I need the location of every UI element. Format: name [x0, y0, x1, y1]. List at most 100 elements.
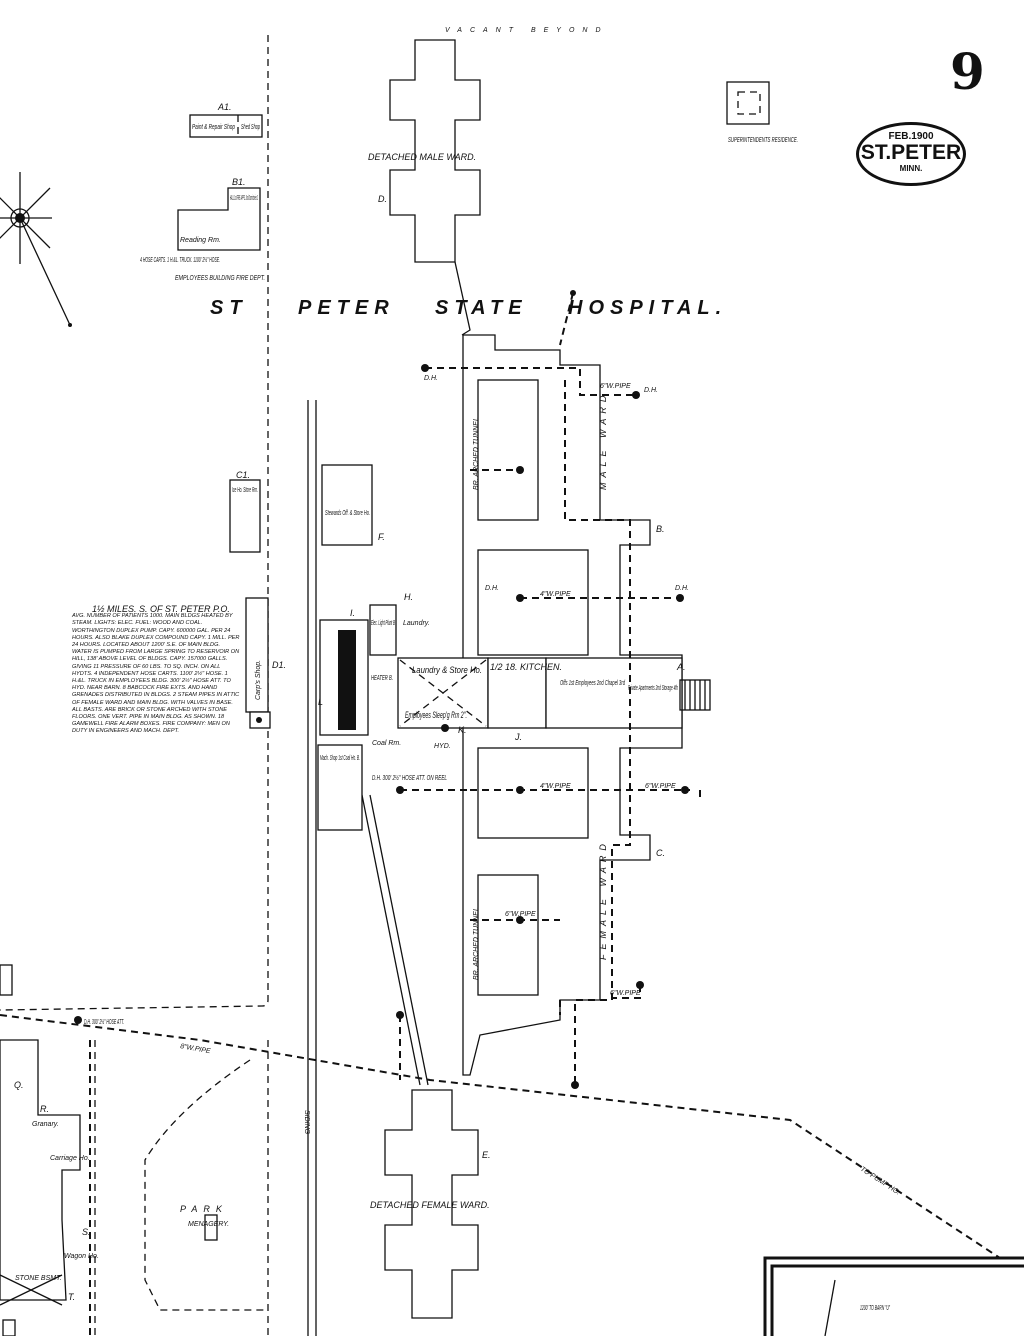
- male-ward-wing-label: MALE WARD: [598, 391, 608, 490]
- vacant-beyond-label: VACANT BEYOND: [445, 27, 609, 34]
- shed-label: Shed Shop: [241, 124, 260, 131]
- building-letter: J.: [514, 732, 522, 742]
- building-letter: F.: [378, 532, 385, 542]
- hydrant-label: D.H.: [675, 585, 689, 592]
- title-word: PETER: [298, 297, 395, 319]
- building-letter: D1.: [272, 660, 286, 670]
- tunnel-to-female-ward: [361, 794, 429, 1086]
- building-letter: Q.: [14, 1080, 24, 1090]
- hydrant-label: D.H.: [485, 585, 499, 592]
- female-ward-label: DETACHED FEMALE WARD.: [370, 1200, 490, 1210]
- pipe-label: 8"W.PIPE: [180, 1043, 212, 1055]
- main-hospital: [317, 334, 711, 1076]
- pipe-label: 6"W.PIPE: [505, 911, 536, 918]
- carriage-house-label: Carriage Ho.: [50, 1155, 90, 1162]
- detached-male-ward: [389, 39, 481, 336]
- pipe-label: 6"W.PIPE: [600, 383, 631, 390]
- granary: [0, 1039, 81, 1301]
- building-letter: D.: [378, 194, 387, 204]
- reading-room-label: Reading Rm.: [180, 237, 221, 244]
- building-letter: B.: [656, 524, 665, 534]
- badge-city: ST.PETER: [860, 141, 962, 164]
- building-letter: A1.: [217, 102, 232, 112]
- detached-female-ward: [384, 1089, 479, 1319]
- superintendent-residence: [726, 81, 770, 125]
- property-line: [94, 1040, 269, 1336]
- mach-shop-label: Mach. Shop 1st Coal Ho. B.: [320, 755, 360, 762]
- badge-date: FEB.1900: [888, 131, 934, 142]
- superintendent-label: SUPERINTENDENTS RESIDENCE.: [728, 137, 798, 144]
- hydrant-label: D.H.: [644, 387, 658, 394]
- pipe-label: 4"W.PIPE: [540, 591, 571, 598]
- building-letter: T.: [68, 1292, 75, 1302]
- badge-state: MINN.: [899, 164, 923, 173]
- property-line: [0, 35, 269, 1011]
- water-pipes: [399, 367, 701, 1085]
- coal-room-label: Coal Rm.: [372, 740, 401, 747]
- paint-shop: [189, 114, 263, 138]
- building-letter: C1.: [236, 470, 250, 480]
- hydrant-label: HYD.: [434, 743, 451, 750]
- hospital-notes: 1½ MILES. S. OF ST. PETER P.O. AVG. NUMB…: [72, 604, 240, 736]
- building-letter: H.: [404, 592, 413, 602]
- building-letter: S.: [82, 1227, 91, 1237]
- stewards-label: Stewards Off. & Store Ho.: [325, 510, 370, 517]
- laundry-label: Laundry.: [403, 620, 430, 627]
- tunnel-label: BR. ARCHED TUNNEL: [473, 907, 480, 980]
- pipe-label: 6"W.PIPE: [645, 783, 676, 790]
- building-letter: K.: [458, 725, 467, 735]
- granary-label: Granary.: [32, 1121, 59, 1128]
- male-ward-label: DETACHED MALE WARD.: [368, 152, 476, 162]
- title-word: ST: [210, 297, 248, 319]
- title-word: HOSPITAL.: [568, 297, 727, 319]
- notes-heading: 1½ MILES. S. OF ST. PETER P.O.: [92, 604, 230, 614]
- employees-sleeping-label: Employees Sleep'g Rm 2".: [405, 710, 467, 720]
- building-letter: C.: [656, 848, 665, 858]
- female-ward-wing-label: FEMALE WARD: [598, 839, 608, 960]
- ice-house-label: Ice Ho. Store Rm.: [232, 487, 258, 494]
- tunnel-label: BR. ARCHED TUNNEL: [473, 417, 480, 490]
- carp-shop-label: Carp's Shop.: [255, 660, 262, 700]
- laundry-store-label: Laundry & Store Ho.: [412, 665, 482, 675]
- notes-body: AVG. NUMBER OF PATIENTS 1000. MAIN BLDGS…: [72, 613, 240, 735]
- stone-basement-label: STONE BSMT.: [15, 1275, 62, 1282]
- building-letter: A.: [676, 662, 686, 672]
- date-city-badge: FEB.1900 ST.PETER MINN.: [856, 122, 966, 186]
- hydrant-note: D.H. 300' 2½" HOSE ATT. ON REEL: [372, 774, 447, 782]
- park-label: PARK: [180, 1204, 228, 1214]
- hall-label: HALL 1st FIRE APPS. 2nd Dormitories 2: [230, 195, 258, 202]
- railroad-siding: [307, 400, 317, 1336]
- hydrant-note: D.H. 300' 2½" HOSE ATT.: [84, 1018, 124, 1026]
- building-letter: R.: [40, 1104, 49, 1114]
- hose-note: 4 HOSE CARTS. 1 H.&L. TRUCK. 1100' 2½" H…: [140, 256, 220, 264]
- menagerie-label: MENAGERY.: [188, 1221, 229, 1228]
- pipe-label: 4"W.PIPE: [540, 783, 571, 790]
- building-letter: E.: [482, 1150, 491, 1160]
- pipe-label: 6"W.PIPE: [610, 990, 641, 997]
- heater-label: HEATER B.: [371, 675, 393, 682]
- sheet-number: 9: [950, 42, 985, 101]
- employees-building-label: EMPLOYEES BUILDING FIRE DEPT.: [175, 275, 265, 282]
- siding-label: SIDING: [303, 1110, 310, 1135]
- wagon-house-label: Wagon Ho.: [64, 1253, 99, 1260]
- hydrant-label: D.H.: [424, 375, 438, 382]
- building-letter: L: [318, 697, 323, 707]
- paint-shop-label: Paint & Repair Shop: [192, 124, 235, 131]
- kitchen-label: 1/2 18. KITCHEN.: [490, 662, 562, 672]
- compass-rose-icon: [0, 172, 72, 327]
- elec-plant-label: Elec. Light Plant B: [371, 620, 395, 627]
- offices-label: Offs 1st Employees 2nd Chapel 3rd: [560, 680, 626, 687]
- title-word: STATE: [435, 297, 528, 319]
- menagerie: [204, 1214, 218, 1241]
- to-pump-label: TO PUMP HO.: [859, 1166, 901, 1197]
- ice-house: [229, 479, 261, 553]
- employees-building: [177, 187, 261, 251]
- private-apartments-label: Private Apartments 2nd Storage 4th: [628, 685, 678, 692]
- stewards-office: [321, 464, 373, 546]
- adjoining-sheet-border: [763, 1256, 1024, 1336]
- water-pipe-8in: [0, 1014, 1001, 1259]
- to-barn-label: 1200' TO BARN "U": [860, 1305, 890, 1312]
- park-boundary: [144, 1059, 268, 1311]
